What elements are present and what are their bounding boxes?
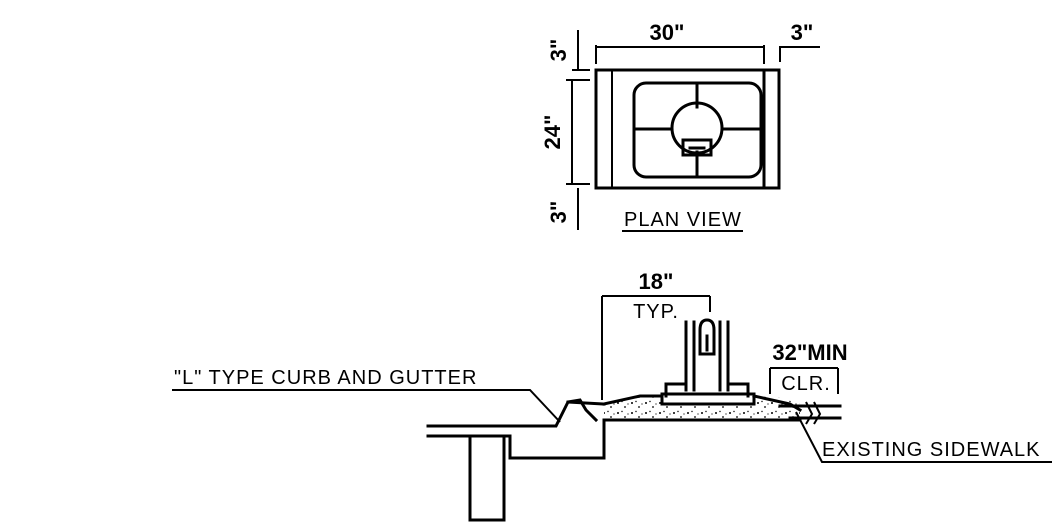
sidewalk-leader: [795, 411, 1052, 463]
dim-30-label: 30": [650, 20, 685, 45]
break-line-1: [805, 401, 814, 425]
sidewalk-label: EXISTING SIDEWALK: [822, 439, 1041, 461]
section-view: 18" TYP. 32"MIN CLR.: [172, 269, 1052, 522]
base-plate: [660, 392, 756, 406]
plan-bolt-tab: [681, 138, 713, 157]
dim-top-gap-label: 3": [546, 39, 571, 62]
flange-right: [726, 382, 750, 398]
plan-view-title: PLAN VIEW: [624, 209, 742, 231]
break-line-2: [813, 401, 822, 425]
dim-bottom-gap-label: 3": [546, 201, 571, 224]
pad-top-left: [602, 394, 664, 406]
dim-24-label: 24": [540, 115, 565, 150]
dim-right-gap-label: 3": [791, 20, 814, 45]
dim-right-gap-leader: [779, 46, 820, 62]
dim-18-note: TYP.: [633, 301, 679, 323]
curb-face: [426, 400, 606, 428]
dim-18-label: 18": [639, 269, 674, 294]
curb-footing: [468, 434, 506, 522]
curb-label: "L" TYPE CURB AND GUTTER: [174, 367, 477, 389]
dim-clear-note: CLR.: [781, 373, 831, 395]
curb-leader: [172, 389, 561, 423]
curb-top: [566, 398, 599, 423]
gutter-pan: [426, 418, 606, 460]
plan-pad-outline: [594, 68, 781, 190]
concrete-pad-fill: [604, 396, 800, 420]
flange-left: [664, 382, 688, 398]
plan-post-circle: [670, 101, 724, 155]
post-slot: [698, 318, 716, 356]
plan-view: 30" 3" 3" 24" 3" PLAN VIEW: [540, 20, 820, 232]
dim-clear-label: 32"MIN: [772, 340, 847, 365]
pad-top-right: [752, 394, 803, 413]
